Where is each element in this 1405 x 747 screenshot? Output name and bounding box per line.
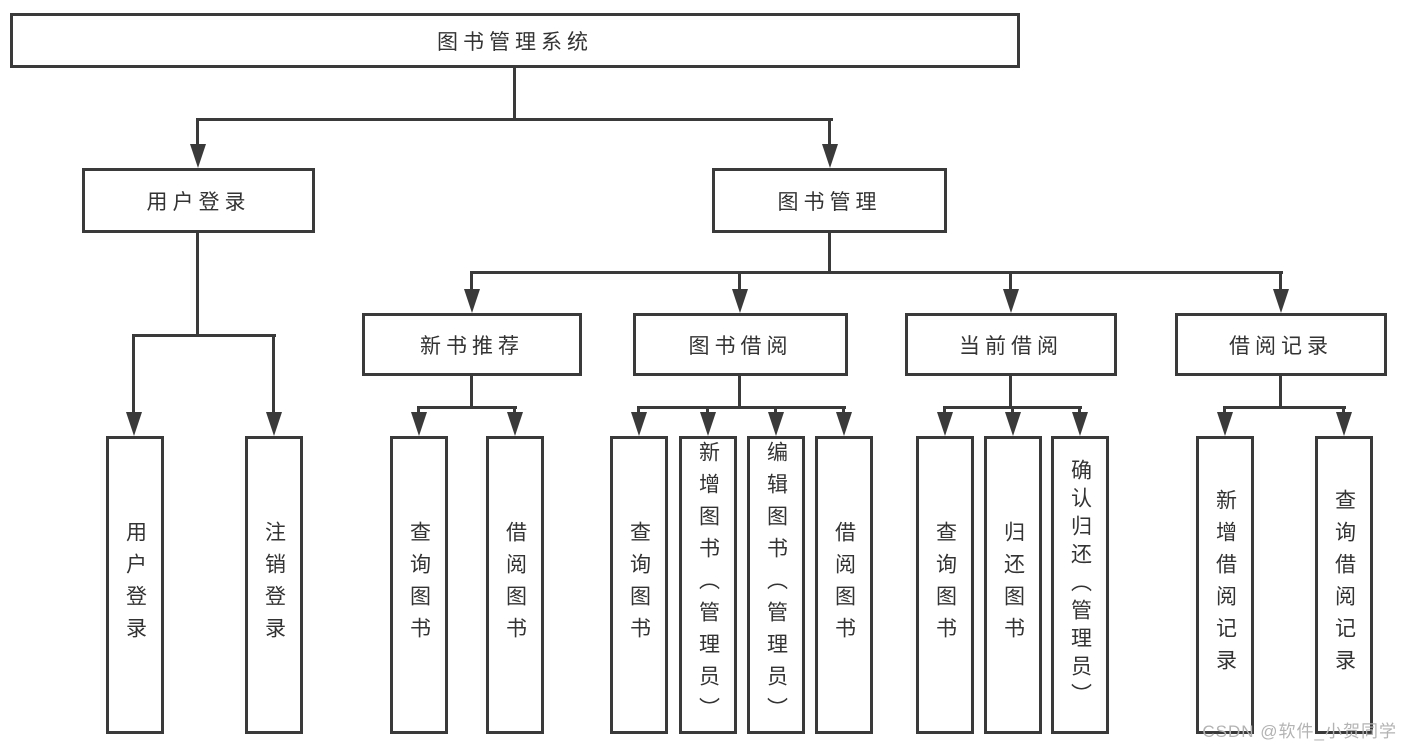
node-root: 图书管理系统 bbox=[10, 13, 1020, 68]
connector-bookmgmt-arrowhead4 bbox=[1273, 289, 1289, 313]
node-user-login: 用户登录 bbox=[82, 168, 315, 233]
connector-records-arrow1-line bbox=[1223, 406, 1226, 416]
connector-records-hline bbox=[1223, 406, 1346, 409]
node-new-book-recommendation-label: 新书推荐 bbox=[420, 334, 524, 358]
leaf-query-books-recommend-label: 查询图书 bbox=[407, 521, 431, 649]
connector-records-arrowhead2 bbox=[1336, 412, 1352, 436]
leaf-confirm-return-admin: 确认归还（管理员） bbox=[1051, 436, 1109, 734]
connector-current-arrow3-line bbox=[1078, 406, 1081, 416]
connector-borrowing-arrow3-line bbox=[774, 406, 777, 416]
node-root-label: 图书管理系统 bbox=[437, 30, 593, 54]
leaf-query-books-current: 查询图书 bbox=[916, 436, 974, 734]
connector-bookmgmt-arrow1-line bbox=[470, 271, 473, 291]
connector-records-arrow2-line bbox=[1342, 406, 1345, 416]
leaf-logout-label: 注销登录 bbox=[262, 521, 286, 649]
connector-borrowing-arrow2-line bbox=[706, 406, 709, 416]
leaf-edit-book-admin: 编辑图书（管理员） bbox=[747, 436, 805, 734]
connector-userlogin-hline bbox=[132, 334, 276, 337]
connector-userlogin-arrow1-line bbox=[132, 334, 135, 412]
leaf-query-borrow-record: 查询借阅记录 bbox=[1315, 436, 1373, 734]
connector-userlogin-arrowhead1 bbox=[126, 412, 142, 436]
connector-records-arrowhead1 bbox=[1217, 412, 1233, 436]
connector-borrowing-arrowhead2 bbox=[700, 412, 716, 436]
connector-bookmgmt-arrowhead1 bbox=[464, 289, 480, 313]
leaf-logout: 注销登录 bbox=[245, 436, 303, 734]
leaf-add-book-admin: 新增图书（管理员） bbox=[679, 436, 737, 734]
connector-borrowing-stem bbox=[738, 376, 741, 409]
connector-recommend-stem bbox=[470, 376, 473, 409]
connector-userlogin-arrowhead2 bbox=[266, 412, 282, 436]
node-borrowing-records-label: 借阅记录 bbox=[1229, 334, 1333, 358]
leaf-add-borrow-record-label: 新增借阅记录 bbox=[1213, 489, 1237, 681]
leaf-borrow-books-borrowing-label: 借阅图书 bbox=[832, 521, 856, 649]
node-book-borrowing: 图书借阅 bbox=[633, 313, 848, 376]
leaf-user-login-label: 用户登录 bbox=[123, 521, 147, 649]
connector-bookmgmt-arrow4-line bbox=[1279, 271, 1282, 291]
leaf-borrow-books-recommend-label: 借阅图书 bbox=[503, 521, 527, 649]
connector-current-arrow1-line bbox=[943, 406, 946, 416]
connector-bookmgmt-arrowhead3 bbox=[1003, 289, 1019, 313]
connector-records-stem bbox=[1279, 376, 1282, 409]
connector-userlogin-stem bbox=[196, 232, 199, 337]
connector-current-stem bbox=[1009, 376, 1012, 409]
connector-bookmgmt-hline bbox=[470, 271, 1283, 274]
leaf-borrow-books-borrowing: 借阅图书 bbox=[815, 436, 873, 734]
node-book-borrowing-label: 图书借阅 bbox=[688, 334, 793, 358]
node-user-login-label: 用户登录 bbox=[146, 190, 251, 214]
connector-borrowing-arrow4-line bbox=[842, 406, 845, 416]
node-book-management-label: 图书管理 bbox=[777, 190, 882, 214]
leaf-edit-book-admin-label: 编辑图书（管理员） bbox=[764, 441, 788, 729]
connector-bookmgmt-arrow2-line bbox=[738, 271, 741, 291]
connector-borrowing-hline bbox=[637, 406, 846, 409]
connector-root-arrow-right-line bbox=[828, 118, 831, 144]
connector-recommend-arrowhead1 bbox=[411, 412, 427, 436]
connector-current-arrow2-line bbox=[1011, 406, 1014, 416]
leaf-query-books-recommend: 查询图书 bbox=[390, 436, 448, 734]
connector-borrowing-arrow1-line bbox=[637, 406, 640, 416]
leaf-confirm-return-admin-label: 确认归还（管理员） bbox=[1068, 459, 1092, 711]
connector-root-stem bbox=[513, 68, 516, 121]
node-book-management: 图书管理 bbox=[712, 168, 947, 233]
node-borrowing-records: 借阅记录 bbox=[1175, 313, 1387, 376]
leaf-add-book-admin-label: 新增图书（管理员） bbox=[696, 441, 720, 729]
leaf-return-book-label: 归还图书 bbox=[1001, 521, 1025, 649]
leaf-query-books-borrowing-label: 查询图书 bbox=[627, 521, 651, 649]
leaf-query-borrow-record-label: 查询借阅记录 bbox=[1332, 489, 1356, 681]
connector-root-arrow-left-line bbox=[196, 118, 199, 144]
connector-borrowing-arrowhead1 bbox=[631, 412, 647, 436]
connector-current-arrowhead3 bbox=[1072, 412, 1088, 436]
connector-current-arrowhead1 bbox=[937, 412, 953, 436]
node-new-book-recommendation: 新书推荐 bbox=[362, 313, 582, 376]
leaf-borrow-books-recommend: 借阅图书 bbox=[486, 436, 544, 734]
connector-borrowing-arrowhead3 bbox=[768, 412, 784, 436]
csdn-watermark: CSDN @软件_小贺同学 bbox=[1202, 722, 1397, 741]
connector-bookmgmt-arrowhead2 bbox=[732, 289, 748, 313]
leaf-query-books-borrowing: 查询图书 bbox=[610, 436, 668, 734]
connector-bookmgmt-stem bbox=[828, 232, 831, 274]
leaf-query-books-current-label: 查询图书 bbox=[933, 521, 957, 649]
connector-borrowing-arrowhead4 bbox=[836, 412, 852, 436]
connector-root-arrowhead-right bbox=[822, 144, 838, 168]
connector-current-arrowhead2 bbox=[1005, 412, 1021, 436]
connector-recommend-hline bbox=[417, 406, 517, 409]
connector-root-hline bbox=[196, 118, 833, 121]
leaf-user-login: 用户登录 bbox=[106, 436, 164, 734]
connector-recommend-arrowhead2 bbox=[507, 412, 523, 436]
connector-recommend-arrow1-line bbox=[417, 406, 420, 416]
leaf-add-borrow-record: 新增借阅记录 bbox=[1196, 436, 1254, 734]
connector-root-arrowhead-left bbox=[190, 144, 206, 168]
node-current-borrowing-label: 当前借阅 bbox=[959, 334, 1063, 358]
connector-recommend-arrow2-line bbox=[513, 406, 516, 416]
leaf-return-book: 归还图书 bbox=[984, 436, 1042, 734]
connector-userlogin-arrow2-line bbox=[272, 334, 275, 412]
connector-bookmgmt-arrow3-line bbox=[1009, 271, 1012, 291]
node-current-borrowing: 当前借阅 bbox=[905, 313, 1117, 376]
